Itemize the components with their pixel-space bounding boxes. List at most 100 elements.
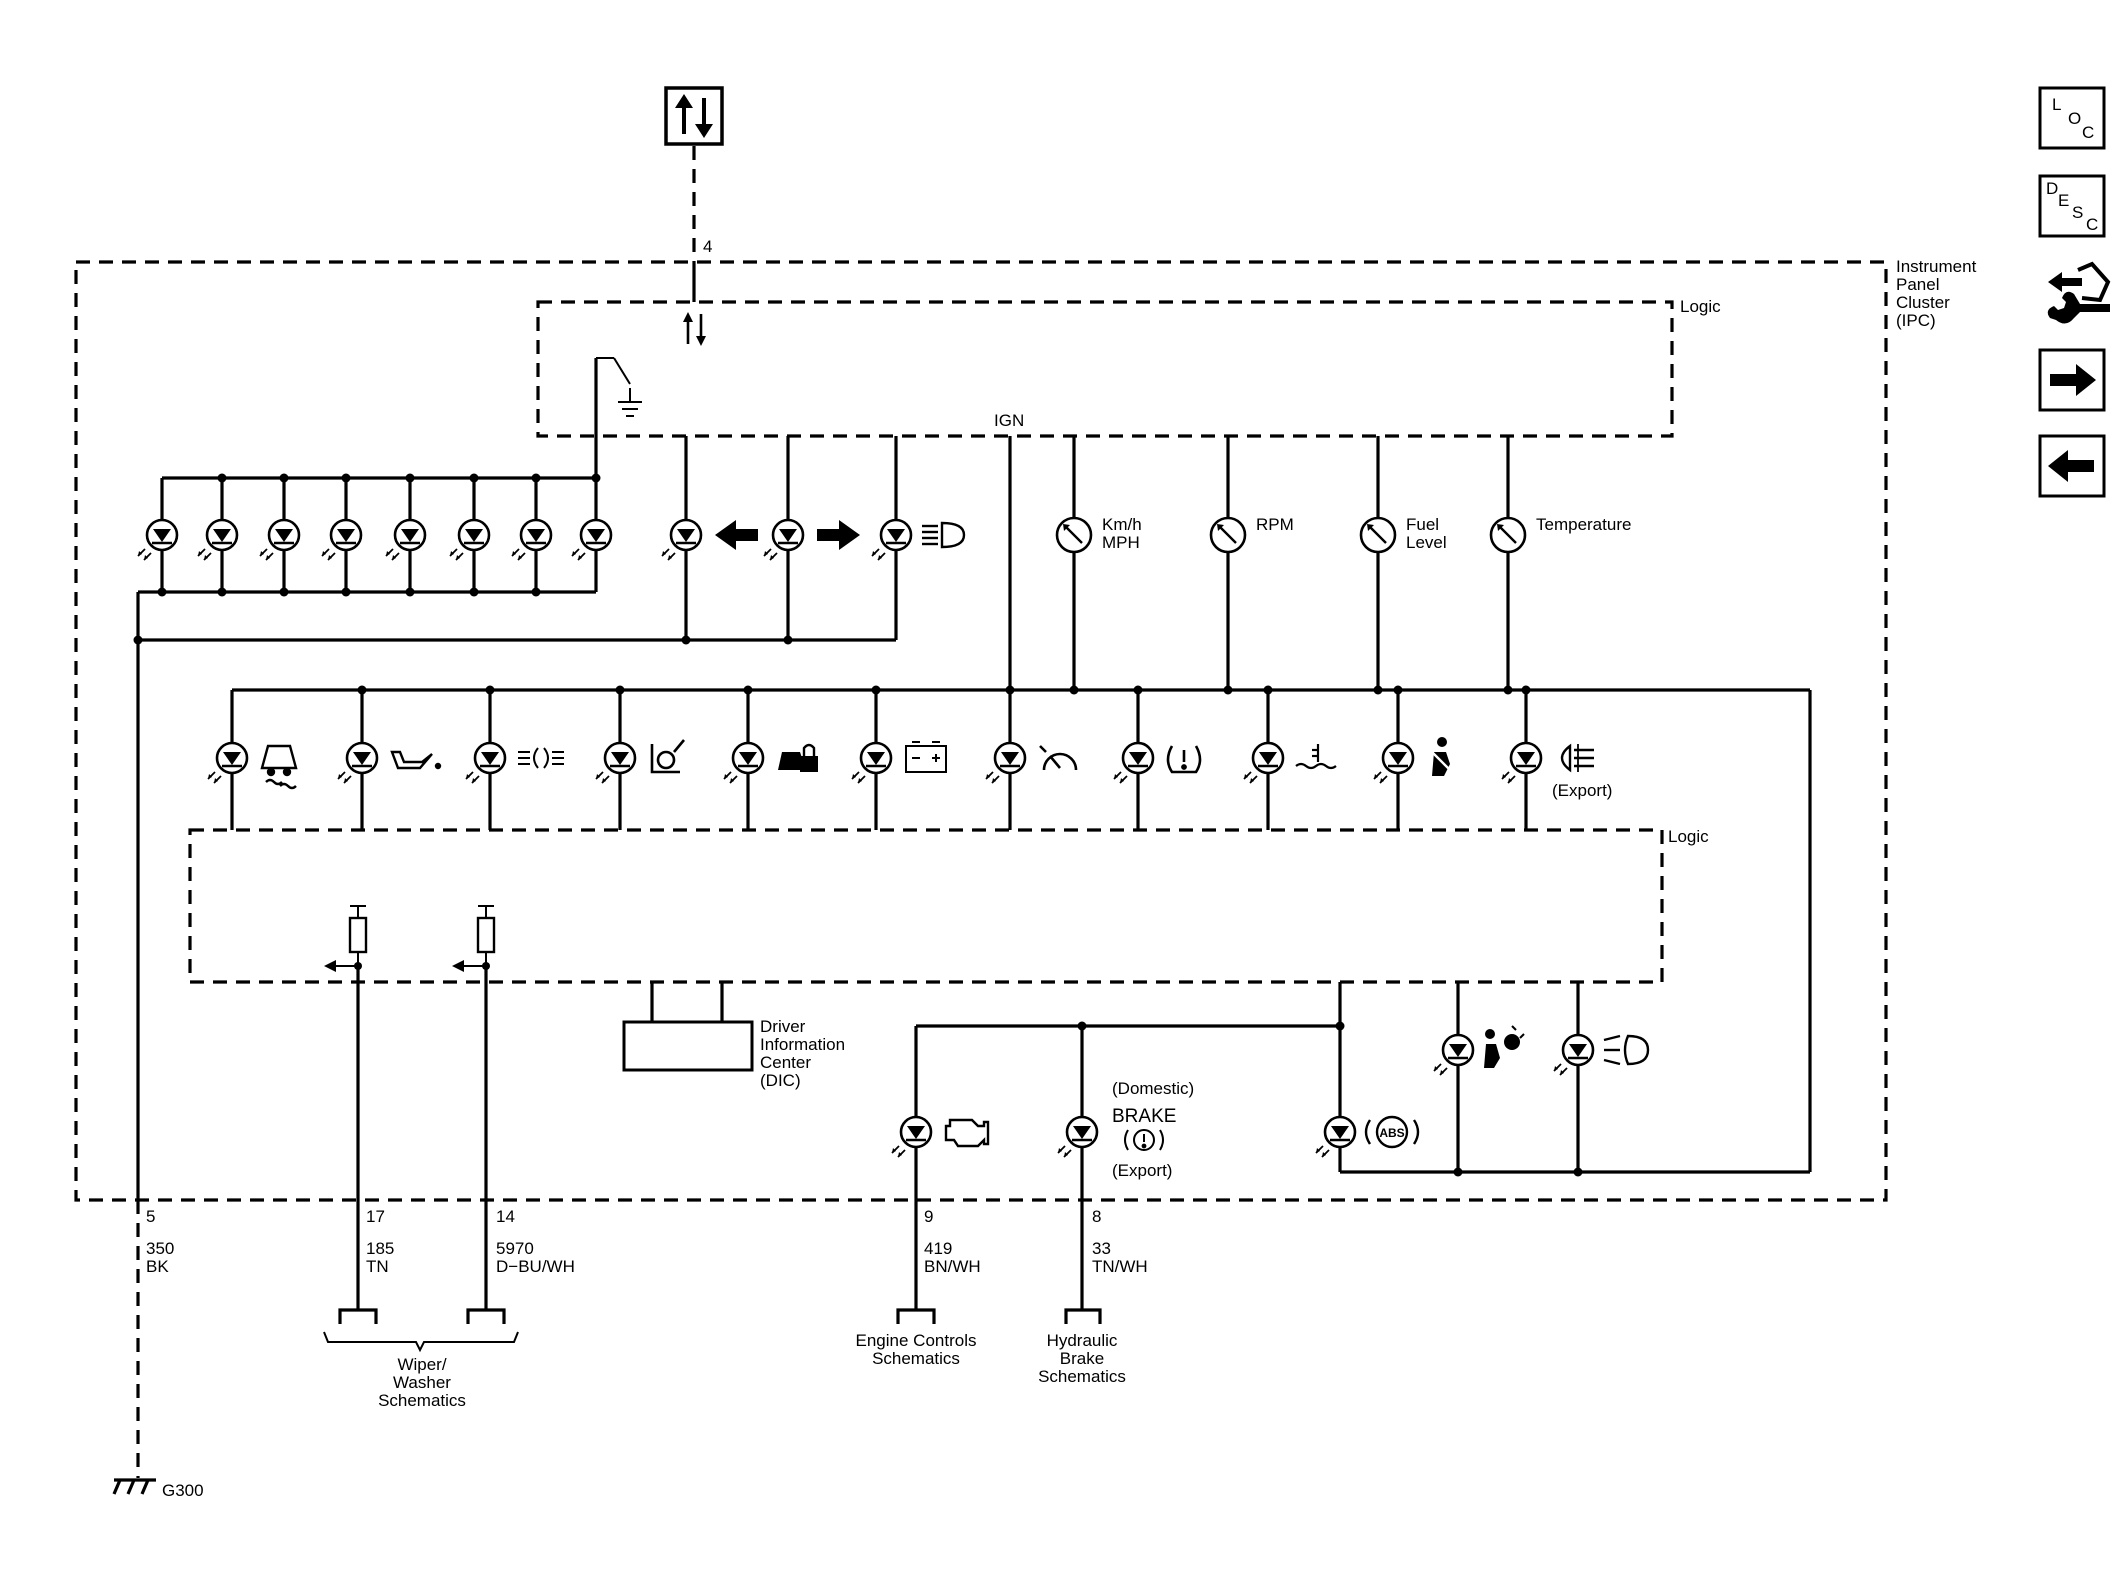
speedometer-label-1: Km/h bbox=[1102, 515, 1142, 534]
brake-domestic-label: (Domestic) bbox=[1112, 1079, 1194, 1098]
previous-page-button[interactable] bbox=[2038, 434, 2106, 498]
backlight-lamps bbox=[136, 478, 613, 592]
traction-control-icon bbox=[260, 744, 298, 790]
circuit-33: 33 bbox=[1092, 1239, 1111, 1258]
ipc-label-line-4: (IPC) bbox=[1896, 311, 1936, 330]
upper-logic-block bbox=[536, 300, 1674, 438]
service-vehicle-icon bbox=[650, 739, 685, 774]
svg-text:L: L bbox=[2052, 95, 2061, 114]
coolant-temp-icon bbox=[1295, 744, 1337, 770]
rear-fog-icon bbox=[1560, 743, 1594, 773]
tachometer-label: RPM bbox=[1256, 515, 1294, 534]
engine-icon bbox=[944, 1118, 990, 1148]
serial-data-icon bbox=[664, 86, 724, 146]
ipc-label-line-1: Instrument bbox=[1896, 257, 1977, 276]
engine-dest-1: Engine Controls bbox=[856, 1331, 977, 1350]
abs-text: ABS bbox=[1379, 1126, 1404, 1140]
brake-dest-3: Schematics bbox=[1038, 1367, 1126, 1386]
fog-lamp-indicator bbox=[464, 690, 564, 830]
service-vehicle-lamp bbox=[594, 690, 685, 830]
svg-text:S: S bbox=[2072, 203, 2083, 222]
color-tn: TN bbox=[366, 1257, 389, 1276]
brake-lamp: (Domestic) BRAKE (Export) bbox=[1056, 1079, 1194, 1180]
brake-word-label: BRAKE bbox=[1112, 1106, 1176, 1127]
color-dbu-wh: D−BU/WH bbox=[496, 1257, 575, 1276]
pin-5: 5 bbox=[146, 1207, 155, 1226]
battery-lamp bbox=[850, 690, 947, 830]
dic-label-3: Center bbox=[760, 1053, 811, 1072]
connector-tool-button[interactable] bbox=[2036, 258, 2111, 330]
indicator-row: (Export) bbox=[206, 690, 1612, 830]
svg-text:C: C bbox=[2082, 123, 2094, 142]
abs-lamp: ABS bbox=[1314, 1115, 1420, 1159]
security-car-lock-icon bbox=[778, 743, 818, 772]
tachometer-gauge: RPM bbox=[1209, 436, 1294, 690]
check-engine-lamp bbox=[890, 1115, 990, 1159]
fuel-gauge: Fuel Level bbox=[1359, 436, 1447, 690]
next-page-button[interactable] bbox=[2038, 348, 2106, 412]
fuel-label-1: Fuel bbox=[1406, 515, 1439, 534]
ipc-label-line-2: Panel bbox=[1896, 275, 1939, 294]
description-button[interactable]: D E S C bbox=[2038, 174, 2106, 238]
arrow-right-icon bbox=[2050, 364, 2096, 396]
oil-pressure-lamp bbox=[336, 690, 442, 830]
security-lamp bbox=[722, 690, 818, 830]
turn-left-arrow-icon bbox=[715, 520, 758, 550]
turn-right-arrow-icon bbox=[817, 520, 860, 550]
speedometer-label-2: MPH bbox=[1102, 533, 1140, 552]
backlight-lamp-4 bbox=[320, 478, 363, 592]
backlight-lamp-3 bbox=[258, 478, 301, 592]
oil-can-icon bbox=[390, 750, 442, 770]
high-beam-lamp bbox=[870, 436, 966, 640]
seat-belt-icon bbox=[1431, 737, 1453, 776]
dic-label-1: Driver bbox=[760, 1017, 806, 1036]
ipc-label-line-3: Cluster bbox=[1896, 293, 1950, 312]
circuit-419: 419 bbox=[924, 1239, 952, 1258]
brake-dest-1: Hydraulic bbox=[1047, 1331, 1118, 1350]
dimming-ground-icon bbox=[596, 357, 642, 417]
ipc-module-boundary bbox=[74, 260, 1888, 1202]
high-beam-icon bbox=[922, 521, 966, 549]
lower-logic-label: Logic bbox=[1668, 827, 1709, 846]
backlight-lamp-6 bbox=[448, 478, 491, 592]
seat-belt-lamp bbox=[1372, 690, 1453, 830]
temperature-label: Temperature bbox=[1536, 515, 1631, 534]
battery-icon bbox=[905, 741, 947, 773]
tire-pressure-icon bbox=[1166, 745, 1202, 774]
svg-text:E: E bbox=[2058, 191, 2069, 210]
rear-fog-lamp: (Export) bbox=[1500, 690, 1612, 830]
fog-lamp-icon bbox=[518, 747, 564, 769]
speedometer-gauge: Km/h MPH bbox=[1055, 436, 1142, 690]
pin-8: 8 bbox=[1092, 1207, 1101, 1226]
pin-14: 14 bbox=[496, 1207, 515, 1226]
destination-labels: Wiper/ Washer Schematics Engine Controls… bbox=[378, 1331, 1126, 1410]
backlight-lamp-1 bbox=[136, 478, 179, 592]
temperature-gauge: Temperature bbox=[1489, 436, 1631, 690]
brake-dest-2: Brake bbox=[1060, 1349, 1104, 1368]
dic-label-2: Information bbox=[760, 1035, 845, 1054]
ground-icon bbox=[112, 1478, 156, 1495]
pin-17: 17 bbox=[366, 1207, 385, 1226]
backlight-lamp-8 bbox=[570, 478, 613, 592]
rear-fog-export-label: (Export) bbox=[1552, 781, 1612, 800]
location-button[interactable]: L O C bbox=[2038, 86, 2106, 150]
data-arrows-icon bbox=[683, 312, 706, 346]
brake-warning-icon bbox=[1124, 1129, 1164, 1151]
svg-text:C: C bbox=[2086, 215, 2098, 234]
wiper-dest-1: Wiper/ bbox=[397, 1355, 446, 1374]
coolant-temp-lamp bbox=[1242, 690, 1337, 830]
backlight-lamp-2 bbox=[196, 478, 239, 592]
traction-control-lamp bbox=[206, 690, 298, 830]
tire-pressure-lamp bbox=[1112, 690, 1202, 830]
airbag-lamp bbox=[1432, 1025, 1525, 1077]
ground-label: G300 bbox=[162, 1481, 204, 1500]
svg-text:D: D bbox=[2046, 179, 2058, 198]
cruise-control-icon bbox=[1039, 745, 1078, 771]
color-tn-wh: TN/WH bbox=[1092, 1257, 1148, 1276]
driver-information-center: Driver Information Center (DIC) bbox=[622, 982, 845, 1090]
svg-text:O: O bbox=[2068, 109, 2081, 128]
backlight-lamp-7 bbox=[510, 478, 553, 592]
data-pin-label: 4 bbox=[703, 237, 712, 256]
wiper-dest-2: Washer bbox=[393, 1373, 451, 1392]
